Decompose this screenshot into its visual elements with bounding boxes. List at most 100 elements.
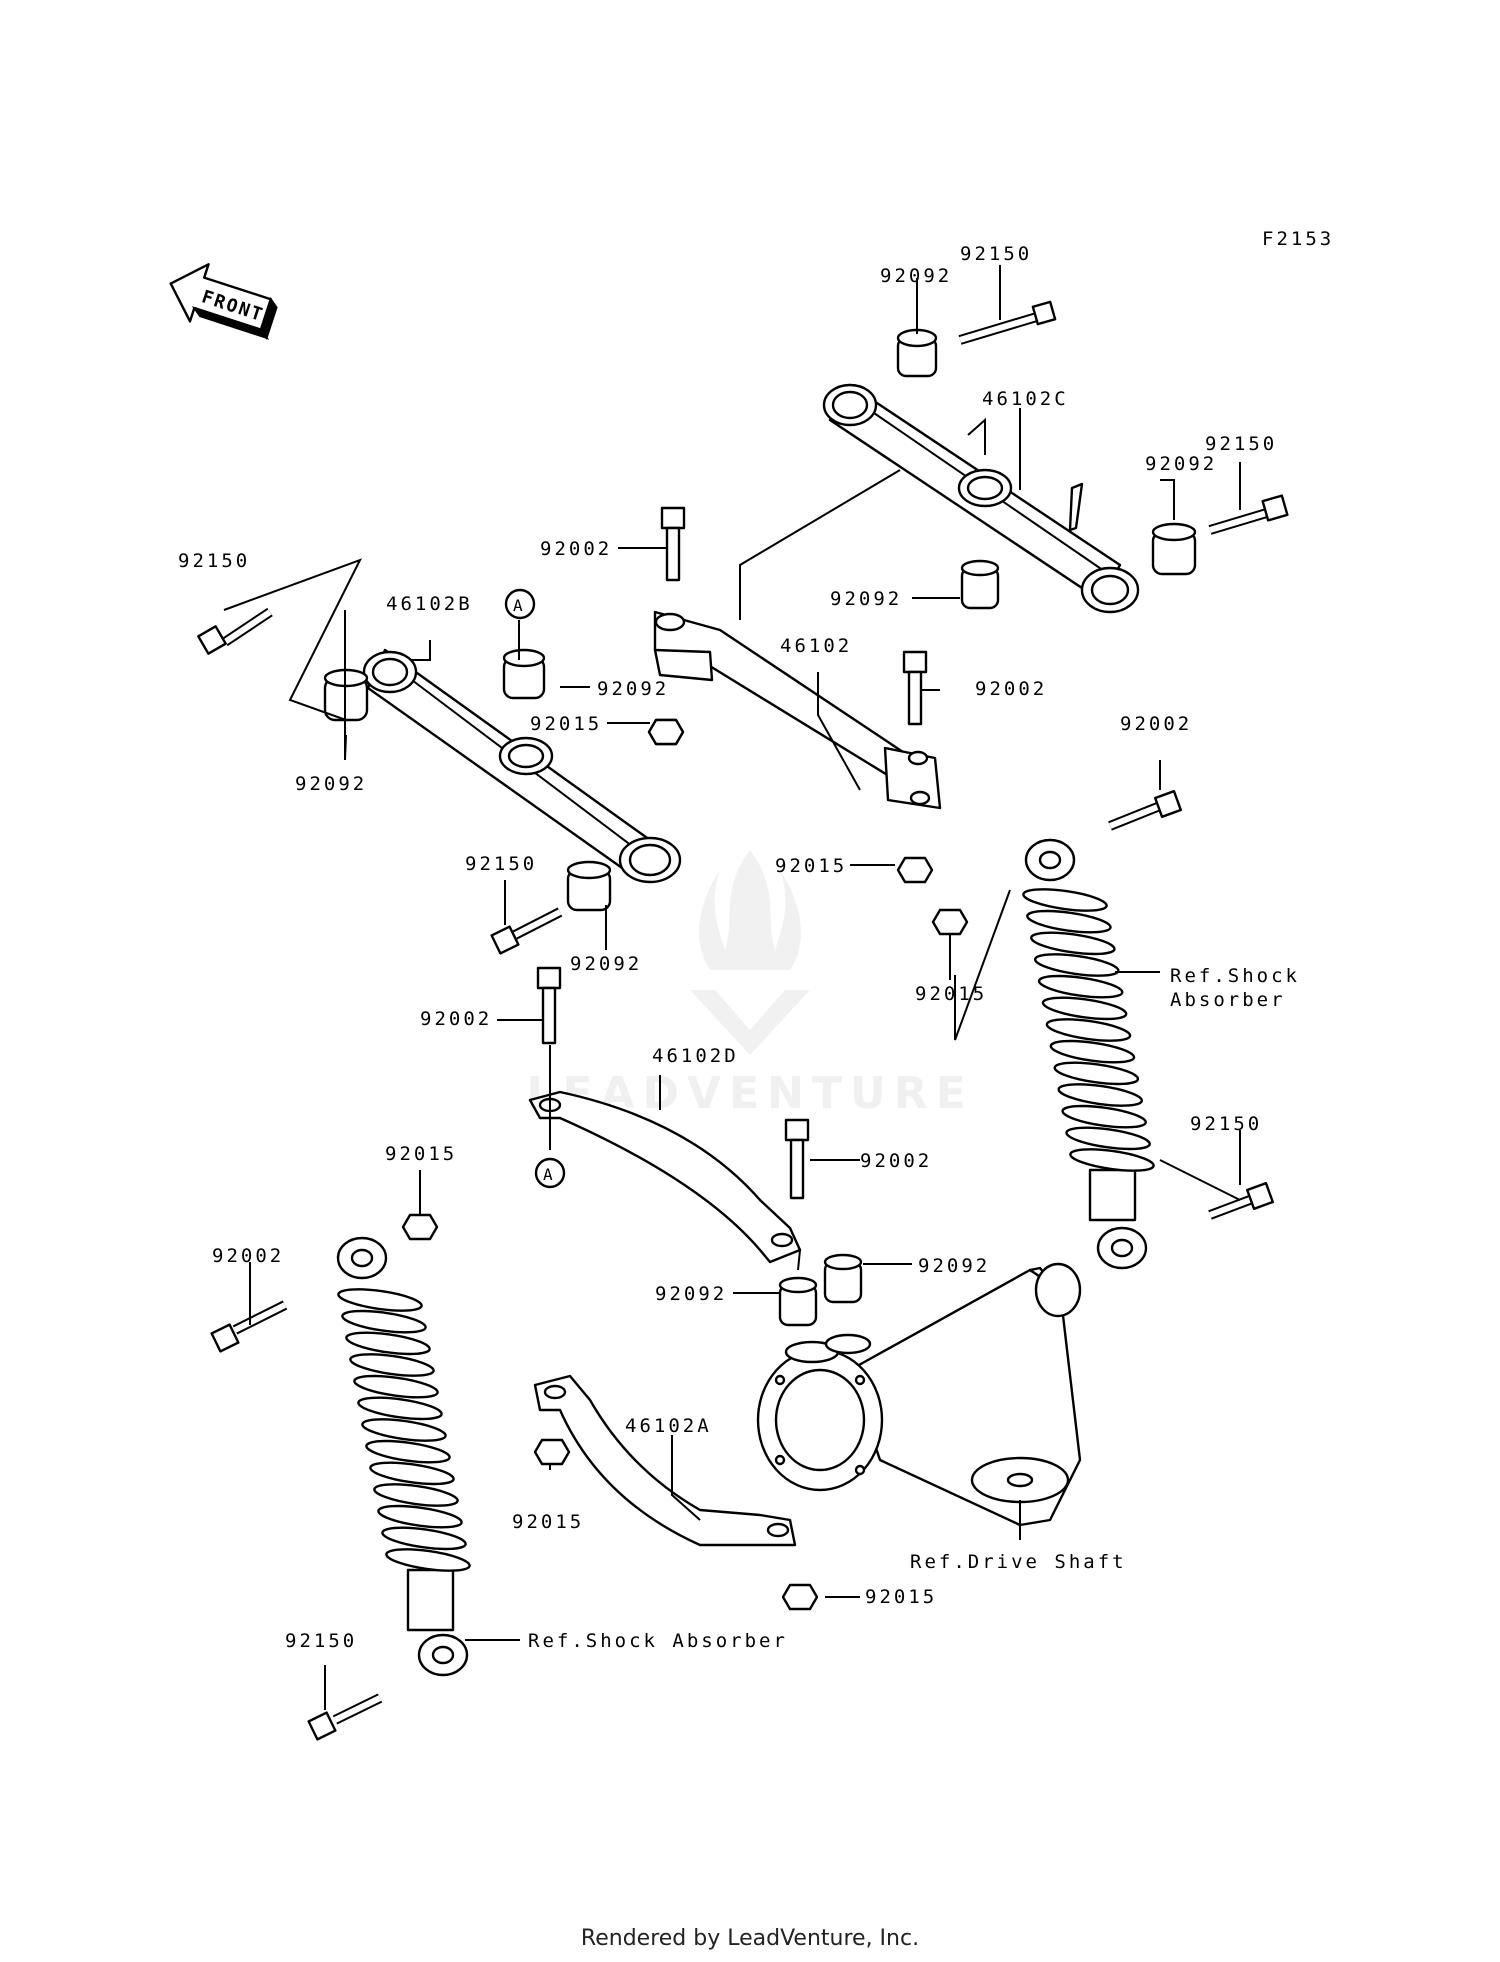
label-46102a: 46102A xyxy=(625,1415,712,1437)
spring-coil xyxy=(385,1548,471,1572)
spring-coil xyxy=(381,1526,467,1551)
spring-coil xyxy=(1033,953,1120,977)
bracket-46102a xyxy=(533,1374,797,1547)
bushing-92092-center-top xyxy=(960,559,1000,610)
part-labels: 92150 92092 46102C 92150 92092 92002 920… xyxy=(178,243,1300,1652)
spring-coil xyxy=(1069,1148,1155,1172)
callout-a-top-letter: A xyxy=(513,596,523,615)
label-92150-top: 92150 xyxy=(960,243,1032,265)
bushing-92092-top xyxy=(896,328,938,378)
shock-absorber-right xyxy=(1022,838,1155,1270)
label-92002-d: 92002 xyxy=(860,1150,932,1172)
label-92092-left: 92092 xyxy=(295,773,367,795)
bolt-92150-left xyxy=(197,607,273,655)
label-ref-shock-right-1: Ref.Shock xyxy=(1170,965,1300,987)
bushing-92092-ds-right xyxy=(823,1253,863,1304)
label-92002-mid: 92002 xyxy=(420,1008,492,1030)
spring-coil xyxy=(365,1439,451,1464)
callout-a-bottom: A xyxy=(534,1157,566,1189)
bar-46102 xyxy=(653,610,942,810)
front-arrow-icon: FRONT xyxy=(169,263,278,341)
arm-46102c xyxy=(822,383,1140,614)
label-92015-center: 92015 xyxy=(530,713,602,735)
spring-coil xyxy=(353,1374,439,1399)
nut-92015-bar xyxy=(896,856,934,884)
label-46102: 46102 xyxy=(780,635,852,657)
spring-coil xyxy=(357,1396,443,1421)
arm-46102b xyxy=(362,648,682,884)
bolt-92150-right xyxy=(1208,494,1289,535)
bushing-92092-right xyxy=(1151,522,1197,576)
label-92015-rshock: 92015 xyxy=(915,983,987,1005)
spring-coil xyxy=(1053,1061,1140,1086)
label-92092-center: 92092 xyxy=(830,588,902,610)
spring-coil xyxy=(361,1418,447,1442)
spring-coil xyxy=(373,1483,459,1507)
spring-coil xyxy=(1030,931,1116,956)
spring-coil xyxy=(345,1331,431,1356)
bolt-92150-right-shock xyxy=(1208,1181,1275,1220)
nut-92015-left xyxy=(647,718,685,746)
label-46102d: 46102D xyxy=(652,1045,739,1067)
label-ref-shock-left: Ref.Shock Absorber xyxy=(528,1630,788,1652)
bolt-92002-left-shock xyxy=(210,1300,288,1353)
callout-a-top: A xyxy=(504,588,536,620)
label-92150-right: 92150 xyxy=(1205,433,1277,455)
label-92015-a-left: 92015 xyxy=(512,1511,584,1533)
label-ref-shock-right-2: Absorber xyxy=(1170,989,1286,1011)
diagram-id: F2153 xyxy=(1262,228,1334,250)
bracket-46102d xyxy=(528,1090,802,1264)
label-92002-top: 92002 xyxy=(540,538,612,560)
bushing-92092-a xyxy=(502,648,546,700)
bolt-92150-left-shock xyxy=(307,1693,383,1741)
spring-coil xyxy=(341,1309,427,1334)
label-46102c: 46102C xyxy=(982,388,1069,410)
spring-coil xyxy=(1061,1104,1147,1129)
label-92150-rshock: 92150 xyxy=(1190,1113,1262,1135)
bolt-92002-center xyxy=(660,506,686,582)
spring-coil xyxy=(1022,888,1108,912)
spring-coil xyxy=(337,1288,423,1312)
footer-credit: Rendered by LeadVenture, Inc. xyxy=(580,1926,920,1951)
bolt-92002-d xyxy=(784,1118,810,1200)
label-92092-top: 92092 xyxy=(880,265,952,287)
spring-coil xyxy=(349,1353,435,1377)
label-92002-rshock: 92002 xyxy=(1120,713,1192,735)
label-92015-a-bottom: 92015 xyxy=(865,1586,937,1608)
nut-92015-right-shock xyxy=(931,908,969,936)
nut-92015-left-shock xyxy=(401,1213,439,1241)
nut-92015-a-left xyxy=(533,1438,571,1466)
drive-shaft-housing xyxy=(756,1262,1082,1527)
spring-coil xyxy=(1026,909,1112,934)
bolt-92002-right-shock xyxy=(1108,789,1183,831)
label-92002-bar: 92002 xyxy=(975,678,1047,700)
watermark-logo xyxy=(680,840,820,1064)
spring-coil xyxy=(1049,1039,1136,1064)
bolt-92150-lower xyxy=(490,907,563,955)
label-92092-a: 92092 xyxy=(597,678,669,700)
bolt-92002-right-bar xyxy=(902,650,928,726)
label-92015-lshock: 92015 xyxy=(385,1143,457,1165)
label-92015-bar: 92015 xyxy=(775,855,847,877)
bushing-92092-lower xyxy=(566,860,612,912)
bushing-92092-ds-left xyxy=(778,1276,818,1327)
label-92092-ds-left: 92092 xyxy=(655,1283,727,1305)
spring-coil xyxy=(1057,1083,1144,1107)
label-92150-lower: 92150 xyxy=(465,853,537,875)
leader-lines xyxy=(223,265,1241,1710)
label-46102b: 46102B xyxy=(386,593,473,615)
spring-coil xyxy=(1065,1126,1151,1151)
label-92150-left: 92150 xyxy=(178,550,250,572)
spring-coil xyxy=(369,1461,455,1486)
spring-coil xyxy=(1037,974,1124,999)
callout-a-bottom-letter: A xyxy=(543,1165,553,1184)
label-ref-drive-shaft: Ref.Drive Shaft xyxy=(910,1551,1127,1573)
label-92092-right: 92092 xyxy=(1145,453,1217,475)
label-92150-lshock: 92150 xyxy=(285,1630,357,1652)
label-92092-ds-right: 92092 xyxy=(918,1255,990,1277)
bolt-92150-top xyxy=(958,300,1057,345)
spring-coil xyxy=(1041,996,1128,1021)
spring-coil xyxy=(377,1504,463,1529)
nut-92015-a-bottom xyxy=(781,1583,819,1611)
